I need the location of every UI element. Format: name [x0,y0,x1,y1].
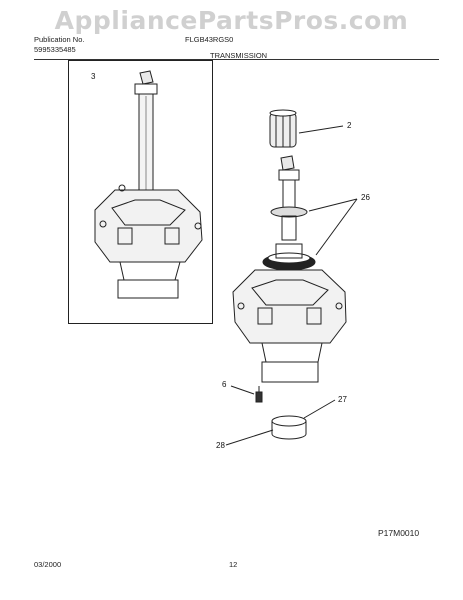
callout-2: 2 [347,121,352,130]
callout-27: 27 [338,395,347,404]
transmission-main-drawing [232,155,347,383]
screw-drawing [255,386,263,403]
footer-date: 03/2000 [34,560,62,569]
leader-lines [225,125,358,446]
callout-28: 28 [216,441,225,450]
publication-label: Publication No. [34,35,85,44]
header-rule [34,59,439,60]
inset-box [68,60,213,324]
watermark-text: AppliancePartsPros.com [54,6,409,35]
splined-sleeve-drawing [269,109,297,148]
page-number: 12 [229,560,238,569]
model-number: FLGB43RGS0 [185,35,234,44]
publication-number: 5995335485 [34,45,76,54]
transmission-inset-drawing [94,70,203,299]
section-title: TRANSMISSION [210,51,268,60]
callout-3: 3 [91,72,96,81]
diagram-code: P17M0010 [378,528,420,538]
ring-band-drawing [271,415,307,440]
callout-26: 26 [361,193,370,202]
callout-6: 6 [222,380,227,389]
